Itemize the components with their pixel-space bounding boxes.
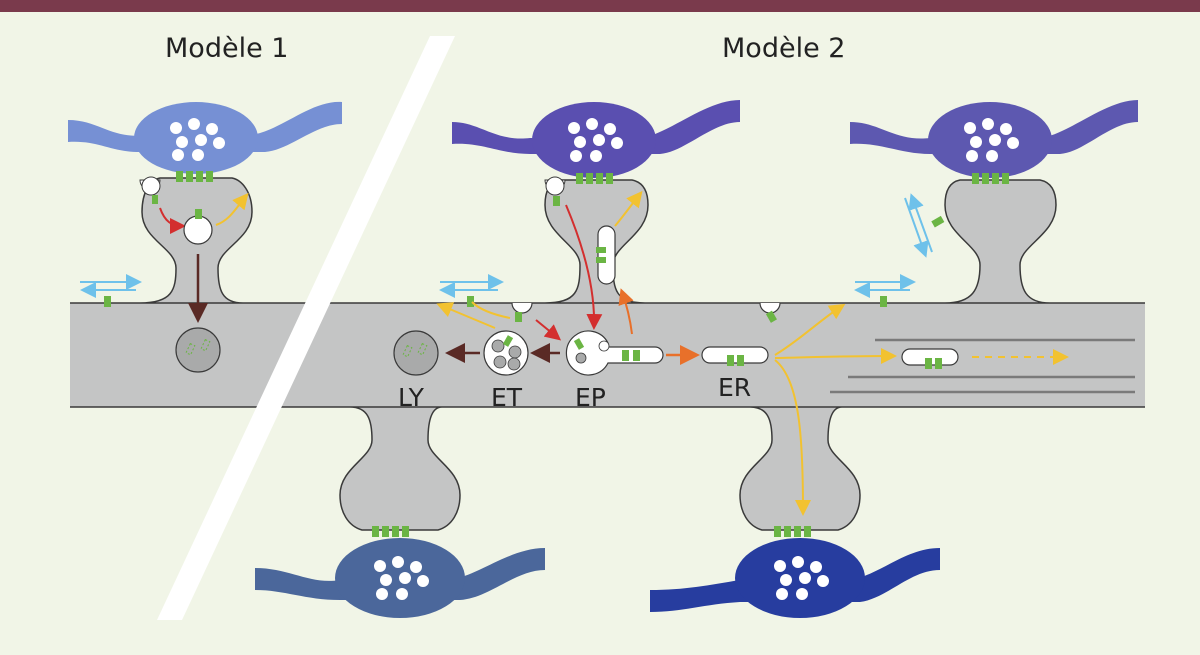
spine-model2-left [544, 179, 649, 304]
receptor-clusters [176, 171, 1009, 537]
spine-bottom-right [739, 406, 861, 531]
presynaptic-terminal-bottom-left [255, 538, 545, 618]
lysosome-model1 [175, 327, 221, 373]
spine-bottom-left [339, 406, 461, 531]
label-recycling-endosome: ER [718, 373, 751, 402]
top-bar [0, 0, 1200, 12]
label-early-endosome: EP [575, 383, 606, 412]
label-late-endosome: ET [491, 383, 523, 412]
recycling-endosome [701, 346, 769, 364]
late-endosome [483, 330, 529, 376]
model2-trafficking [393, 176, 1069, 516]
presynaptic-terminal-model1 [68, 101, 342, 174]
presynaptic-terminal-model2-right [850, 100, 1138, 178]
model1-trafficking [80, 176, 249, 373]
title-model1: Modèle 1 [165, 33, 288, 64]
presynaptic-terminal-model2-left [452, 100, 740, 178]
lysosome-model2 [393, 330, 439, 376]
spine-model2-right [944, 179, 1057, 304]
presynaptic-terminal-bottom-right [650, 538, 940, 618]
title-model2: Modèle 2 [722, 33, 845, 64]
endocytic-vesicle [183, 215, 213, 245]
early-endosome [565, 330, 664, 376]
model-divider [157, 36, 455, 620]
label-lysosome: LY [398, 383, 425, 412]
